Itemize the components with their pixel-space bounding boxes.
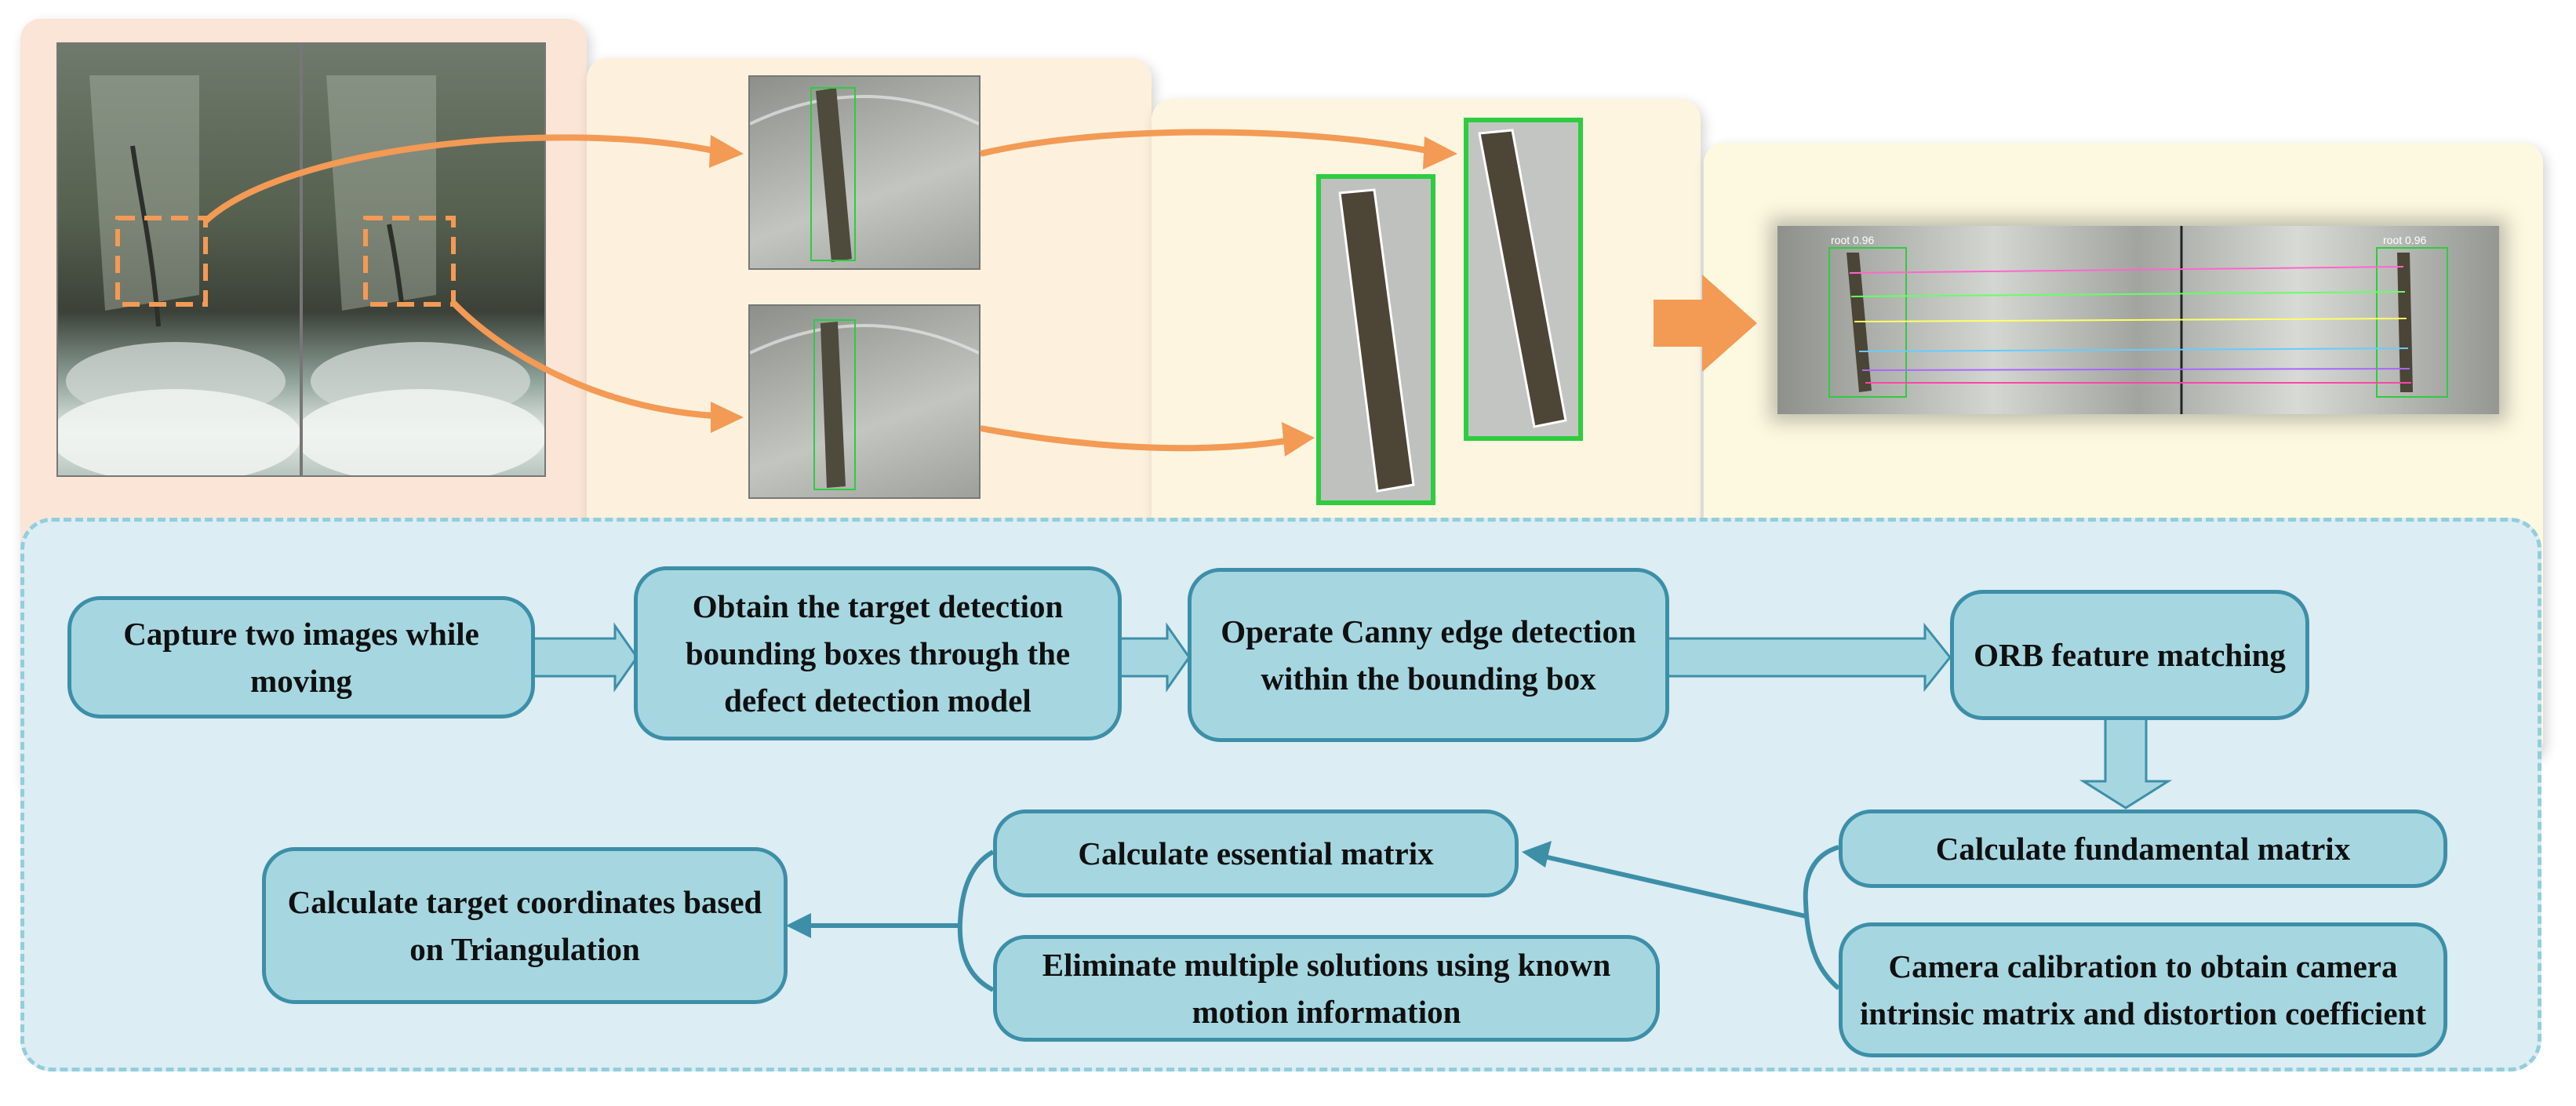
arrow-bottom-to-canny xyxy=(980,425,1287,452)
step-fundamental-matrix: Calculate fundamental matrix xyxy=(1839,809,2447,888)
step-orb-matching: ORB feature matching xyxy=(1950,590,2309,720)
arrow-right-to-bottom xyxy=(451,300,715,419)
selection-box-right xyxy=(363,216,456,307)
step-camera-calibration: Camera calibration to obtain camera intr… xyxy=(1839,922,2447,1057)
step-canny-edge: Operate Canny edge detection within the … xyxy=(1188,568,1669,742)
arrow-left-to-top xyxy=(203,134,715,224)
arrow-to-essential xyxy=(1537,853,1806,919)
bracket-right xyxy=(1803,845,1840,991)
selection-box-left xyxy=(115,216,208,307)
detection-crop-bottom xyxy=(748,304,981,499)
connector-orb-fundamental xyxy=(2079,715,2173,809)
bracket-left xyxy=(957,850,995,992)
match-label-right: root 0.96 xyxy=(2383,234,2427,246)
step-capture-images: Capture two images while moving xyxy=(67,596,535,719)
step-essential-matrix: Calculate essential matrix xyxy=(993,809,1519,897)
connector-capture-detect xyxy=(529,622,639,693)
canny-crop-lower xyxy=(1316,174,1435,505)
orb-matching-image: root 0.96 root 0.96 xyxy=(1777,226,2499,414)
canny-crop-upper xyxy=(1464,118,1583,441)
captured-image-right xyxy=(301,42,546,477)
detection-crop-top xyxy=(748,75,981,270)
connector-detect-canny xyxy=(1115,622,1191,693)
step-triangulation: Calculate target coordinates based on Tr… xyxy=(262,847,788,1004)
step-eliminate-solutions: Eliminate multiple solutions using known… xyxy=(993,935,1660,1042)
match-label-left: root 0.96 xyxy=(1831,234,1875,246)
captured-image-left xyxy=(56,42,301,477)
arrow-top-to-canny xyxy=(980,129,1428,157)
connector-canny-orb xyxy=(1665,622,1952,693)
arrow-to-orb xyxy=(1654,275,1757,372)
step-detection-model: Obtain the target detection bounding box… xyxy=(634,566,1122,740)
